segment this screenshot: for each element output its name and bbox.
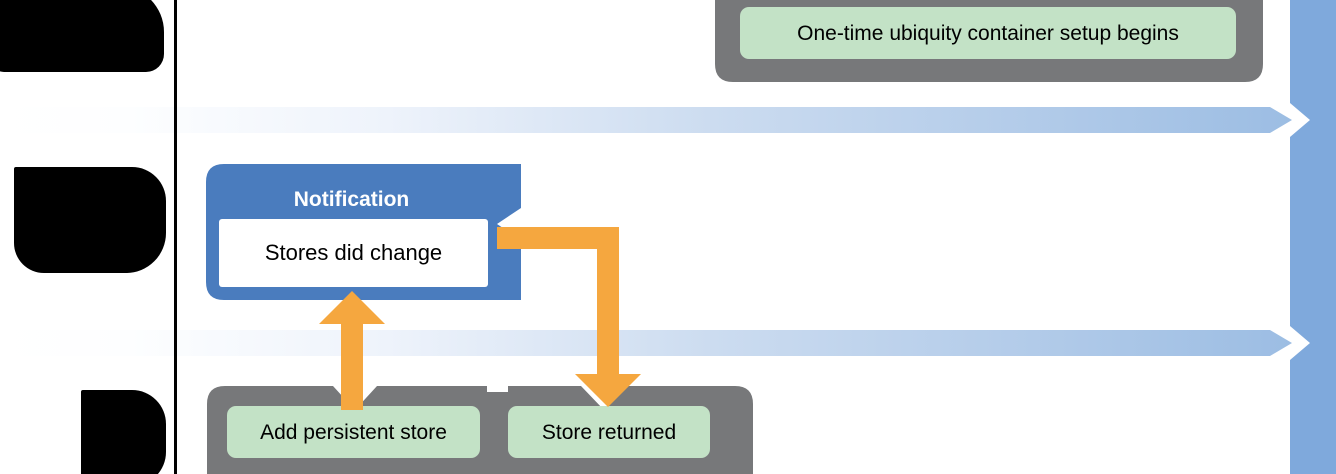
arrow-right-down-to-store-returned — [497, 227, 641, 407]
step-box-store-returned[interactable] — [508, 406, 710, 458]
callout-body-notification: Stores did change — [264, 240, 443, 265]
callout-title-notification: Notification — [293, 187, 410, 211]
arrow-up-to-notification — [319, 291, 385, 410]
step-box-one-time-setup[interactable] — [740, 7, 1236, 59]
timeline-rail — [1290, 0, 1336, 474]
callout-notification[interactable] — [206, 164, 521, 300]
lane-label-redacted-3 — [81, 390, 166, 474]
callout-body-panel — [219, 219, 488, 287]
swimlane-divider — [174, 0, 177, 474]
step-box-add-persistent-store[interactable] — [227, 406, 480, 458]
lane-label-redacted-1 — [0, 0, 164, 72]
separator-band-1 — [0, 107, 1292, 133]
separator-band-2 — [0, 330, 1292, 356]
lane-label-redacted-2 — [14, 167, 166, 273]
